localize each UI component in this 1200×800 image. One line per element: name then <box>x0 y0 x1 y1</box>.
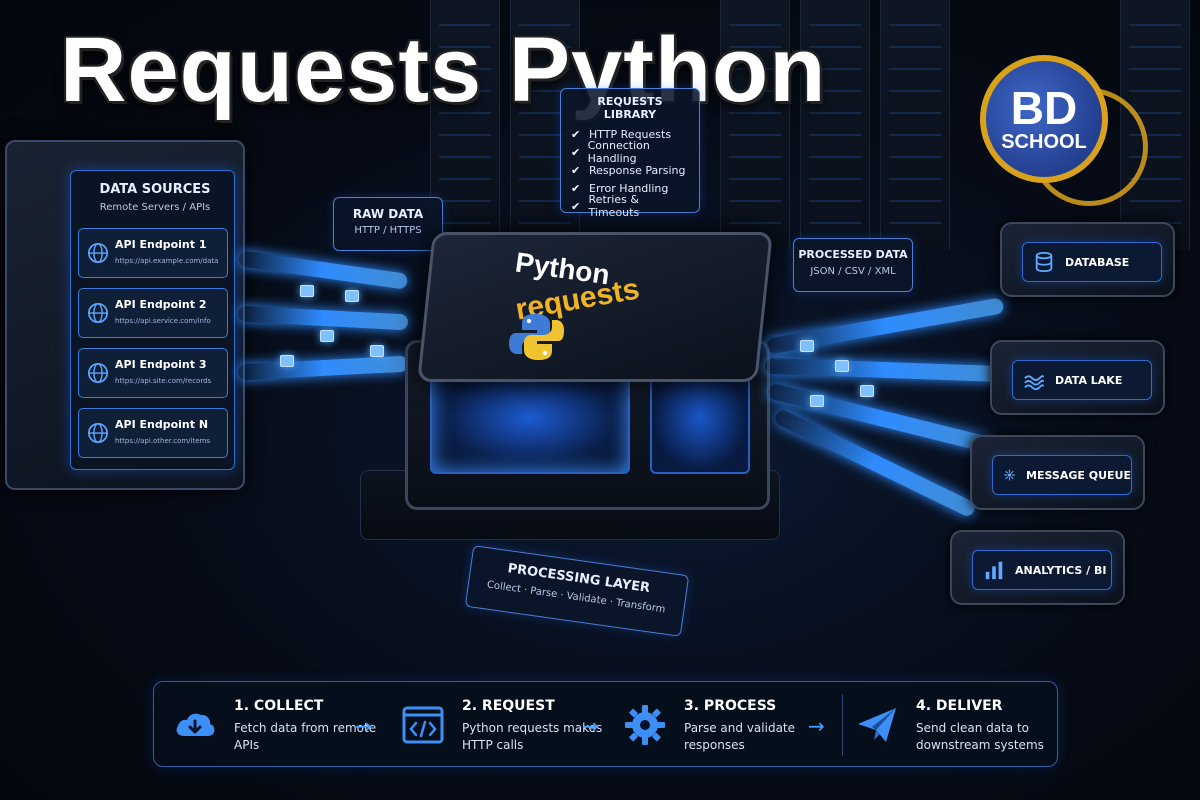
destination-label: MESSAGE QUEUE <box>1026 468 1131 482</box>
step-description: Python requests makes HTTP calls <box>462 721 603 752</box>
step-title: 3. PROCESS <box>684 698 777 714</box>
arrow-right-icon: → <box>355 714 372 738</box>
step-deliver: 4. DELIVER Send clean data to downstream… <box>854 694 1054 760</box>
step-title: 4. DELIVER <box>916 698 1003 714</box>
step-title: 2. REQUEST <box>462 698 555 714</box>
logo-text-school: SCHOOL <box>1001 130 1087 153</box>
destination-database: DATABASE <box>1000 222 1175 297</box>
data-stream-in <box>237 305 409 331</box>
requests-library-callout: REQUESTS LIBRARY ✔HTTP Requests ✔Connect… <box>560 88 700 219</box>
endpoint-url: https://api.service.com/info <box>115 317 211 325</box>
processing-layer-callout: PROCESSING LAYER Collect · Parse · Valid… <box>464 545 690 637</box>
api-endpoint-card: API Endpoint 3 https://api.site.com/reco… <box>78 348 228 398</box>
background-rack <box>880 0 950 250</box>
data-packet <box>370 345 384 357</box>
endpoint-name: API Endpoint 2 <box>115 298 207 311</box>
step-description: Fetch data from remote APIs <box>234 721 377 752</box>
step-process: 3. PROCESS Parse and validate responses <box>622 694 822 760</box>
data-sources-title: DATA SOURCES <box>99 182 211 197</box>
python-logo-icon <box>509 314 564 360</box>
api-endpoint-card: API Endpoint 1 https://api.example.com/d… <box>78 228 228 278</box>
step-request: 2. REQUEST Python requests makes HTTP ca… <box>400 694 602 760</box>
globe-icon <box>88 303 108 323</box>
destination-label: DATABASE <box>1065 255 1130 269</box>
endpoint-url: https://api.example.com/data <box>115 257 219 265</box>
data-packet <box>320 330 334 342</box>
page-title: Requests Python <box>60 19 827 121</box>
data-packet <box>800 340 814 352</box>
raw-data-subtitle: HTTP / HTTPS <box>354 225 422 236</box>
check-icon: ✔ <box>571 163 581 177</box>
database-icon <box>1035 251 1053 273</box>
step-description: Send clean data to downstream systems <box>916 721 1044 752</box>
data-packet <box>280 355 294 367</box>
processed-data-title: PROCESSED DATA <box>798 248 908 261</box>
data-packet <box>835 360 849 372</box>
destination-label-box: ANALYTICS / BI <box>972 550 1112 590</box>
library-item: ✔Response Parsing <box>571 163 686 177</box>
arrow-right-icon: → <box>808 714 825 738</box>
destination-label: ANALYTICS / BI <box>1015 563 1107 577</box>
endpoint-name: API Endpoint N <box>115 418 209 431</box>
steps-bar <box>153 681 1058 767</box>
processed-data-subtitle: JSON / CSV / XML <box>810 266 896 277</box>
processed-data-callout: PROCESSED DATA JSON / CSV / XML <box>793 238 913 292</box>
step-collect: 1. COLLECT Fetch data from remote APIs <box>172 694 376 760</box>
globe-icon <box>88 363 108 383</box>
globe-icon <box>88 423 108 443</box>
step-title: 1. COLLECT <box>234 698 324 714</box>
destination-data-lake: DATA LAKE <box>990 340 1165 415</box>
check-icon: ✔ <box>571 145 581 159</box>
api-endpoint-card: API Endpoint 2 https://api.service.com/i… <box>78 288 228 338</box>
wave-icon <box>1024 375 1045 391</box>
arrow-right-icon: → <box>582 714 599 738</box>
gear-icon <box>625 705 665 745</box>
library-item: ✔Retries & Timeouts <box>571 193 640 219</box>
data-packet <box>860 385 874 397</box>
destination-label-box: DATA LAKE <box>1012 360 1152 400</box>
raw-data-callout: RAW DATA HTTP / HTTPS <box>333 197 443 251</box>
data-stream-out <box>764 357 1006 383</box>
background-rack <box>800 0 870 250</box>
raw-data-title: RAW DATA <box>352 207 424 221</box>
network-icon <box>1004 469 1015 481</box>
endpoint-url: https://api.site.com/records <box>115 377 212 385</box>
check-icon: ✔ <box>571 181 581 195</box>
library-item: ✔Error Handling <box>571 181 669 195</box>
data-sources-subtitle: Remote Servers / APIs <box>99 202 211 213</box>
bd-school-logo: BD SCHOOL <box>980 55 1108 183</box>
destination-analytics: ANALYTICS / BI <box>950 530 1125 605</box>
destination-label-box: DATABASE <box>1022 242 1162 282</box>
check-icon: ✔ <box>571 199 581 213</box>
endpoint-url: https://api.other.com/items <box>115 437 210 445</box>
library-item: ✔HTTP Requests <box>571 127 672 141</box>
api-endpoint-card: API Endpoint N https://api.other.com/ite… <box>78 408 228 458</box>
globe-icon <box>88 243 108 263</box>
bar-chart-icon <box>985 561 1003 580</box>
data-stream-in <box>237 250 409 290</box>
data-packet <box>345 290 359 302</box>
step-divider <box>842 694 843 756</box>
background-rack <box>720 0 790 250</box>
data-stream-in <box>237 355 409 381</box>
code-icon <box>402 706 444 744</box>
logo-text-bd: BD <box>1010 81 1078 134</box>
destination-message-queue: MESSAGE QUEUE <box>970 435 1145 510</box>
endpoint-name: API Endpoint 3 <box>115 358 207 371</box>
check-icon: ✔ <box>571 127 581 141</box>
data-packet <box>300 285 314 297</box>
library-title: REQUESTS LIBRARY <box>597 95 663 121</box>
data-packet <box>810 395 824 407</box>
library-item: ✔Connection Handling <box>571 139 650 165</box>
destination-label: DATA LAKE <box>1055 373 1123 387</box>
step-description: Parse and validate responses <box>684 721 796 752</box>
destination-label-box: MESSAGE QUEUE <box>992 455 1132 495</box>
endpoint-name: API Endpoint 1 <box>115 238 207 251</box>
cloud-download-icon <box>176 713 215 736</box>
paper-plane-icon <box>858 708 896 742</box>
